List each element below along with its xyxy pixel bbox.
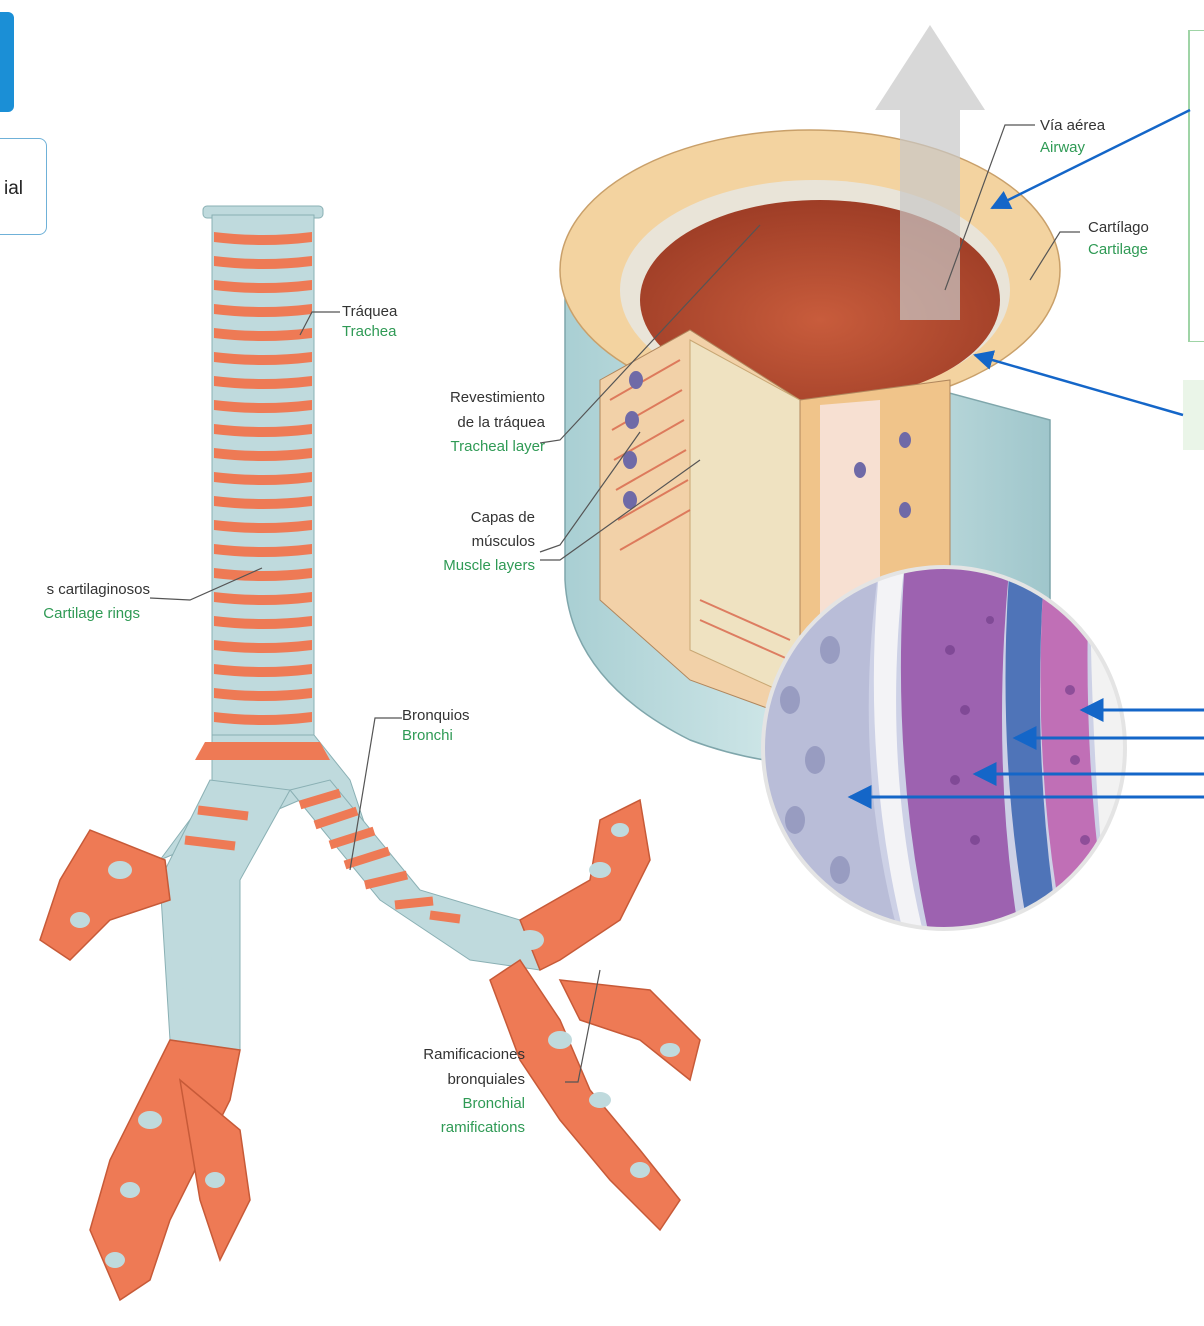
label-ramifications-en-1: Bronchial <box>380 1094 525 1114</box>
label-cartilage-rings-es: s cartilaginosos <box>0 580 150 600</box>
label-tracheal-layer-es-1: Revestimiento <box>395 388 545 408</box>
label-ramifications-es-2: bronquiales <box>380 1070 525 1090</box>
label-cartilage-es: Cartílago <box>1088 218 1149 238</box>
label-cartilage-en: Cartilage <box>1088 240 1148 260</box>
label-ramifications-es-1: Ramificaciones <box>380 1045 525 1065</box>
label-bronchi-en: Bronchi <box>402 726 453 746</box>
label-ramifications-en-2: ramifications <box>380 1118 525 1138</box>
label-cartilage-rings-en: Cartilage rings <box>0 604 140 624</box>
label-tracheal-layer-en: Tracheal layer <box>395 437 545 457</box>
right-bronchus <box>290 780 540 970</box>
label-airway-en: Airway <box>1040 138 1085 158</box>
left-bronchus <box>160 780 290 1050</box>
arrow-to-lumen <box>975 355 1183 415</box>
label-airway-es: Vía aérea <box>1040 116 1105 136</box>
label-muscle-layers-en: Muscle layers <box>395 556 535 576</box>
label-trachea-es: Tráquea <box>342 302 397 322</box>
label-muscle-layers-es-2: músculos <box>395 532 535 552</box>
label-bronchi-es: Bronquios <box>402 706 470 726</box>
label-muscle-layers-es-1: Capas de <box>395 508 535 528</box>
histology-micrograph <box>760 560 1140 940</box>
label-trachea-en: Trachea <box>342 322 396 342</box>
label-tracheal-layer-es-2: de la tráquea <box>395 413 545 433</box>
